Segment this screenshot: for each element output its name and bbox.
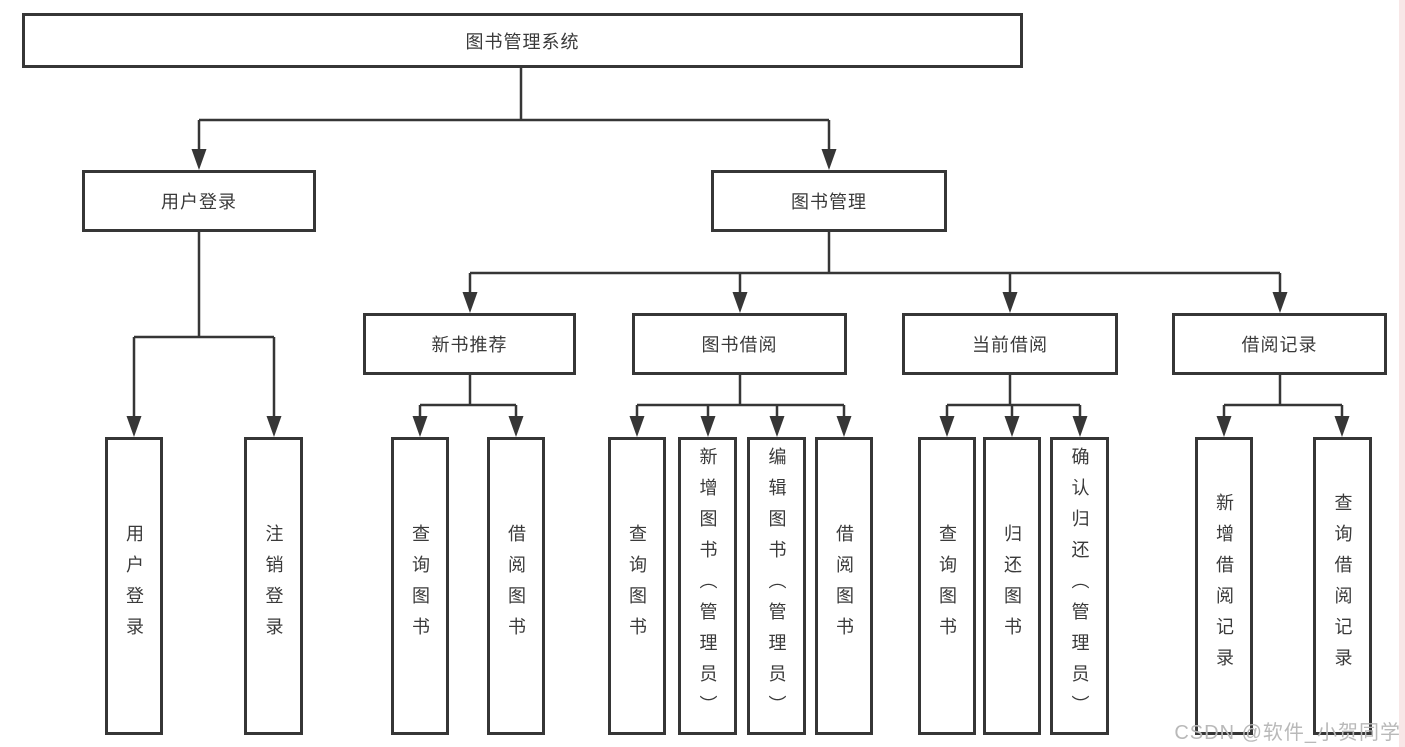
leaf-add-book-admin: 新增图书（管理员） [678, 437, 737, 735]
csdn-watermark: CSDN @软件_小贺同学 [1174, 722, 1401, 744]
leaf-confirm-return-admin: 确认归还（管理员） [1050, 437, 1109, 735]
leaf-query-books-1: 查询图书 [391, 437, 449, 735]
node-borrow-records: 借阅记录 [1172, 313, 1387, 375]
node-book-borrow: 图书借阅 [632, 313, 847, 375]
node-new-book-rec: 新书推荐 [363, 313, 576, 375]
leaf-query-books-2: 查询图书 [608, 437, 666, 735]
node-root: 图书管理系统 [22, 13, 1023, 68]
node-user-login: 用户登录 [82, 170, 316, 232]
leaf-borrow-books-2: 借阅图书 [815, 437, 873, 735]
node-root-label: 图书管理系统 [465, 31, 580, 52]
node-current-borrow: 当前借阅 [902, 313, 1118, 375]
node-book-borrow-label: 图书借阅 [701, 335, 778, 355]
arrowheads [126, 149, 1350, 437]
node-current-borrow-label: 当前借阅 [972, 335, 1048, 355]
node-new-book-rec-label: 新书推荐 [431, 335, 508, 355]
leaf-add-borrow-record: 新增借阅记录 [1195, 437, 1253, 735]
leaf-logout: 注销登录 [244, 437, 303, 735]
leaf-borrow-books-1: 借阅图书 [487, 437, 545, 735]
node-book-mgmt-label: 图书管理 [791, 192, 867, 212]
leaf-query-borrow-record: 查询借阅记录 [1313, 437, 1372, 735]
leaf-user-login: 用户登录 [105, 437, 163, 735]
leaf-query-books-3: 查询图书 [918, 437, 976, 735]
leaf-return-book: 归还图书 [983, 437, 1041, 735]
node-user-login-label: 用户登录 [161, 192, 237, 212]
leaf-edit-book-admin: 编辑图书（管理员） [747, 437, 806, 735]
right-edge-strip [1399, 0, 1405, 747]
node-borrow-records-label: 借阅记录 [1241, 335, 1318, 355]
node-book-mgmt: 图书管理 [711, 170, 947, 232]
